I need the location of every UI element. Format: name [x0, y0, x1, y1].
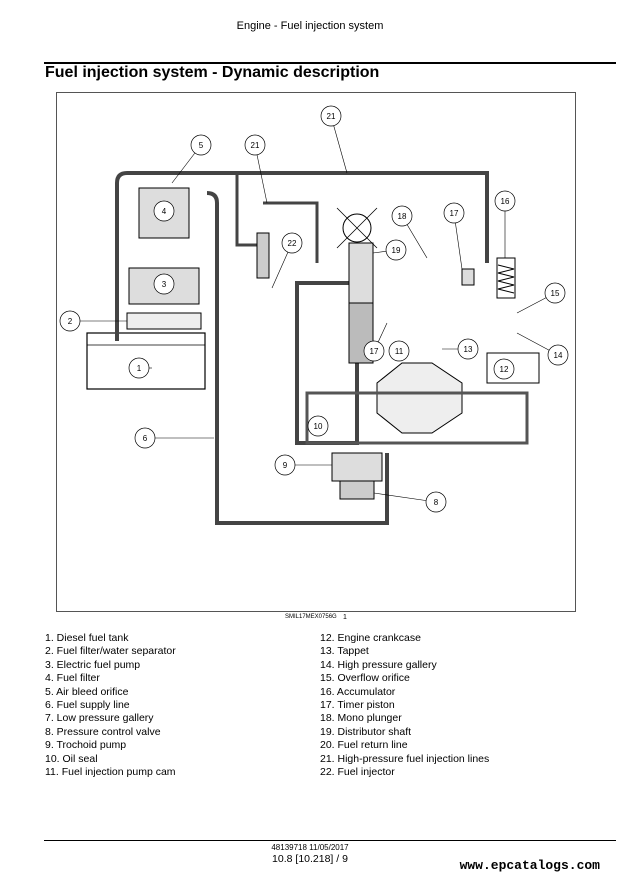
legend-item: 10. Oil seal	[45, 752, 98, 765]
legend-item: 5. Air bleed orifice	[45, 685, 129, 698]
callout-18: 18	[391, 205, 428, 259]
page-title: Fuel injection system - Dynamic descript…	[45, 64, 380, 81]
trochoid-pump	[331, 452, 383, 482]
legend-item: 12. Engine crankcase	[320, 632, 421, 644]
legend-item: 1. Diesel fuel tank	[45, 632, 129, 644]
svg-text:15: 15	[551, 289, 560, 298]
legend-item: 8. Pressure control valve	[45, 725, 161, 738]
legend-item: 20. Fuel return line	[320, 739, 408, 752]
page-header: Engine - Fuel injection system	[236, 20, 384, 32]
callout-8: 8	[373, 491, 447, 513]
callout-22: 22	[271, 232, 303, 289]
legend-item: 14. High pressure gallery	[320, 658, 437, 671]
svg-text:10: 10	[314, 422, 323, 431]
legend-item: 7. Low pressure gallery	[45, 712, 154, 725]
legend-item: 4. Fuel filter	[45, 672, 100, 685]
callout-1: 1	[128, 357, 152, 379]
svg-text:12: 12	[500, 365, 509, 374]
svg-text:14: 14	[554, 351, 563, 360]
svg-text:8: 8	[434, 498, 439, 507]
legend-item: 11. Fuel injection pump cam	[45, 766, 176, 779]
svg-text:3: 3	[162, 280, 167, 289]
svg-text:6: 6	[143, 434, 148, 443]
svg-text:11: 11	[395, 347, 404, 356]
callout-21-b: 21	[244, 134, 268, 204]
callout-21-a: 21	[320, 105, 348, 174]
diagram-svg: 1 2 3 4 5 6 8 9 10 11 12 13 14 15 16 17 …	[59, 105, 569, 525]
callout-14: 14	[516, 332, 569, 366]
callout-6: 6	[134, 427, 214, 449]
supply-line	[206, 191, 389, 525]
callout-12: 12	[493, 358, 515, 380]
fuel-system-diagram: 1 2 3 4 5 6 8 9 10 11 12 13 14 15 16 17 …	[56, 92, 576, 612]
figure-number: 1	[343, 614, 347, 621]
svg-text:17: 17	[370, 347, 379, 356]
pressure-control-valve	[339, 480, 375, 500]
svg-text:16: 16	[501, 197, 510, 206]
svg-text:1: 1	[137, 364, 142, 373]
fuel-injector	[256, 232, 270, 279]
svg-text:4: 4	[162, 207, 167, 216]
svg-text:21: 21	[251, 141, 260, 150]
svg-text:2: 2	[68, 317, 73, 326]
callout-10: 10	[307, 415, 329, 437]
callout-16: 16	[494, 190, 516, 258]
legend-item: 18. Mono plunger	[320, 712, 402, 725]
callout-13: 13	[442, 338, 479, 360]
legend-item: 2. Fuel filter/water separator	[45, 645, 176, 658]
svg-text:9: 9	[283, 461, 288, 470]
svg-text:5: 5	[199, 141, 204, 150]
callout-19: 19	[372, 239, 407, 261]
header-rule	[44, 62, 616, 64]
legend-item: 3. Electric fuel pump	[45, 658, 141, 671]
site-watermark[interactable]: www.epcatalogs.com	[459, 858, 600, 873]
callout-3: 3	[153, 273, 175, 295]
legend-item: 13. Tappet	[320, 645, 369, 658]
callout-11: 11	[388, 340, 410, 362]
accumulator	[496, 257, 516, 299]
svg-text:13: 13	[464, 345, 473, 354]
callout-17-a: 17	[443, 202, 465, 270]
svg-text:18: 18	[398, 212, 407, 221]
callout-15: 15	[516, 282, 566, 314]
page-reference: 10.8 [10.218] / 9	[272, 853, 348, 865]
legend-item: 15. Overflow orifice	[320, 672, 410, 685]
svg-text:17: 17	[450, 209, 459, 218]
legend-item: 9. Trochoid pump	[45, 739, 127, 752]
legend-left: 1. Diesel fuel tank 2. Fuel filter/water…	[45, 632, 176, 779]
callout-4: 4	[153, 200, 175, 222]
svg-text:21: 21	[327, 112, 336, 121]
svg-text:19: 19	[392, 246, 401, 255]
legend-item: 16. Accumulator	[320, 685, 396, 698]
pump-cam	[376, 362, 463, 434]
timer-piston	[461, 268, 475, 286]
document-reference: 48139718 11/05/2017	[271, 843, 349, 852]
legend-item: 17. Timer piston	[320, 699, 395, 712]
filter-separator	[126, 312, 202, 330]
legend-right: 12. Engine crankcase 13. Tappet 14. High…	[320, 632, 489, 779]
legend-item: 19. Distributor shaft	[320, 725, 412, 738]
svg-text:22: 22	[288, 239, 297, 248]
callout-9: 9	[274, 454, 332, 476]
legend-item: 21. High-pressure fuel injection lines	[320, 752, 490, 765]
footer-rule	[44, 840, 616, 841]
callout-17-b: 17	[363, 322, 388, 362]
figure-code: SMIL17MEX0756G	[285, 614, 337, 620]
return-line	[115, 171, 489, 341]
callout-2: 2	[59, 310, 127, 332]
legend-item: 6. Fuel supply line	[45, 699, 130, 712]
legend-item: 22. Fuel injector	[320, 766, 395, 779]
callout-5: 5	[171, 134, 212, 184]
